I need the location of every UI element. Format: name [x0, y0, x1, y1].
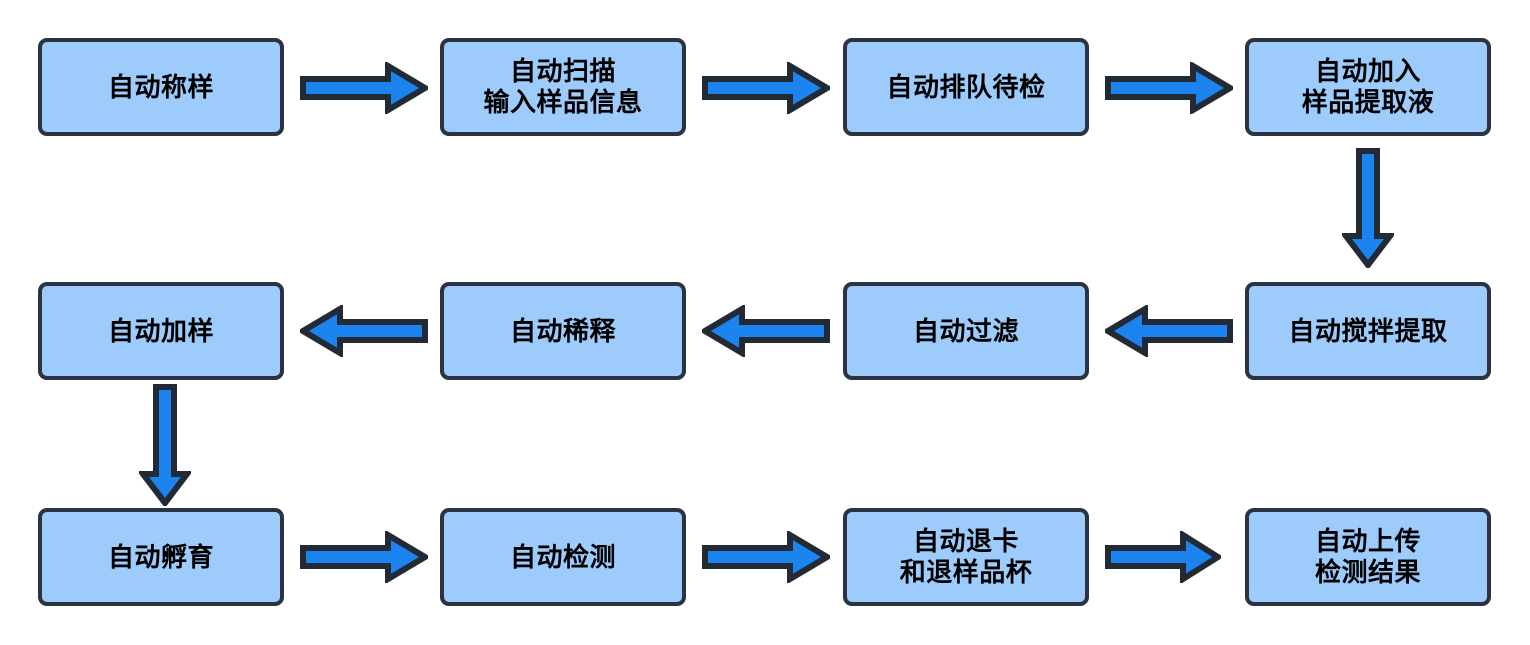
- flow-node-n8-line-0: 自动加样: [107, 315, 214, 346]
- flow-node-n12-line-1: 检测结果: [1314, 557, 1421, 587]
- flow-node-n11-line-0: 自动退卡: [912, 526, 1019, 557]
- flow-node-n1-line-0: 自动称样: [107, 71, 214, 102]
- flow-node-n6[interactable]: 自动过滤: [843, 282, 1089, 380]
- flow-arrow-e6: [702, 305, 830, 357]
- flow-node-n11-line-1: 和退样品杯: [899, 557, 1033, 587]
- flow-node-n4[interactable]: 自动加入 样品提取液: [1245, 38, 1491, 136]
- flow-arrow-e1: [300, 62, 428, 114]
- flow-node-n2-line-0: 自动扫描: [509, 56, 616, 87]
- flow-node-n4-line-1: 样品提取液: [1301, 87, 1435, 117]
- flow-node-n12-line-0: 自动上传: [1314, 526, 1421, 557]
- flow-node-n5-line-0: 自动搅拌提取: [1288, 315, 1448, 346]
- flow-arrow-e10: [702, 531, 830, 583]
- flow-node-n3[interactable]: 自动排队待检: [843, 38, 1089, 136]
- flow-node-n7-line-0: 自动稀释: [509, 315, 616, 346]
- flow-node-n8[interactable]: 自动加样: [38, 282, 284, 380]
- flow-node-n9-line-0: 自动孵育: [107, 541, 214, 572]
- flow-node-n3-line-0: 自动排队待检: [886, 71, 1046, 102]
- flow-arrow-e2: [702, 62, 830, 114]
- flow-arrow-e11: [1105, 531, 1221, 583]
- flow-arrow-e9: [300, 531, 428, 583]
- flow-node-n2[interactable]: 自动扫描 输入样品信息: [440, 38, 686, 136]
- flow-node-n11[interactable]: 自动退卡 和退样品杯: [843, 508, 1089, 606]
- flow-node-n9[interactable]: 自动孵育: [38, 508, 284, 606]
- flow-arrow-e8: [139, 384, 191, 506]
- flow-node-n7[interactable]: 自动稀释: [440, 282, 686, 380]
- flow-node-n6-line-0: 自动过滤: [912, 315, 1019, 346]
- flow-node-n2-line-1: 输入样品信息: [483, 87, 643, 117]
- flow-arrow-e3: [1105, 62, 1233, 114]
- flow-node-n4-line-0: 自动加入: [1314, 56, 1421, 87]
- flow-node-n5[interactable]: 自动搅拌提取: [1245, 282, 1491, 380]
- flow-node-n10[interactable]: 自动检测: [440, 508, 686, 606]
- flow-node-n12[interactable]: 自动上传 检测结果: [1245, 508, 1491, 606]
- flow-node-n1[interactable]: 自动称样: [38, 38, 284, 136]
- flow-arrow-e4: [1342, 148, 1394, 268]
- flow-node-n10-line-0: 自动检测: [509, 541, 616, 572]
- flow-arrow-e5: [1105, 305, 1233, 357]
- flow-arrow-e7: [300, 305, 428, 357]
